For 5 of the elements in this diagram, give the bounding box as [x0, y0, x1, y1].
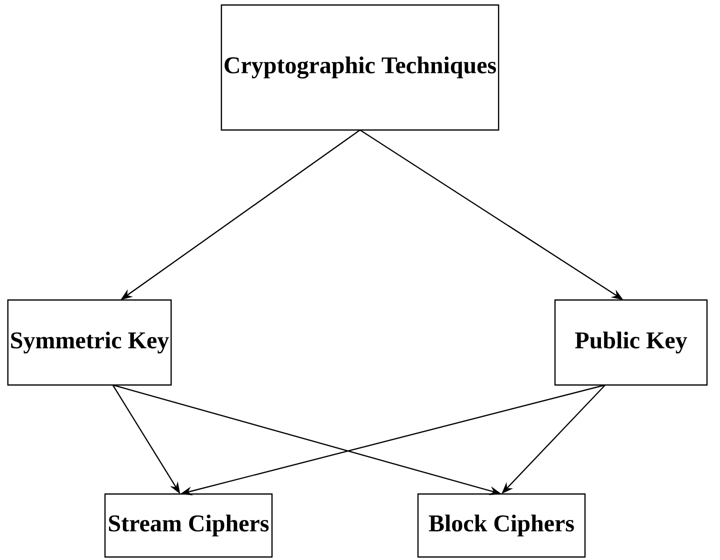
process-box: Public Key — [554, 299, 708, 386]
process-box: Stream Ciphers — [104, 493, 273, 558]
process-box: Symmetric Key — [7, 299, 172, 386]
process-box: Cryptographic Techniques — [220, 4, 500, 131]
process-box: Block Ciphers — [417, 493, 586, 558]
